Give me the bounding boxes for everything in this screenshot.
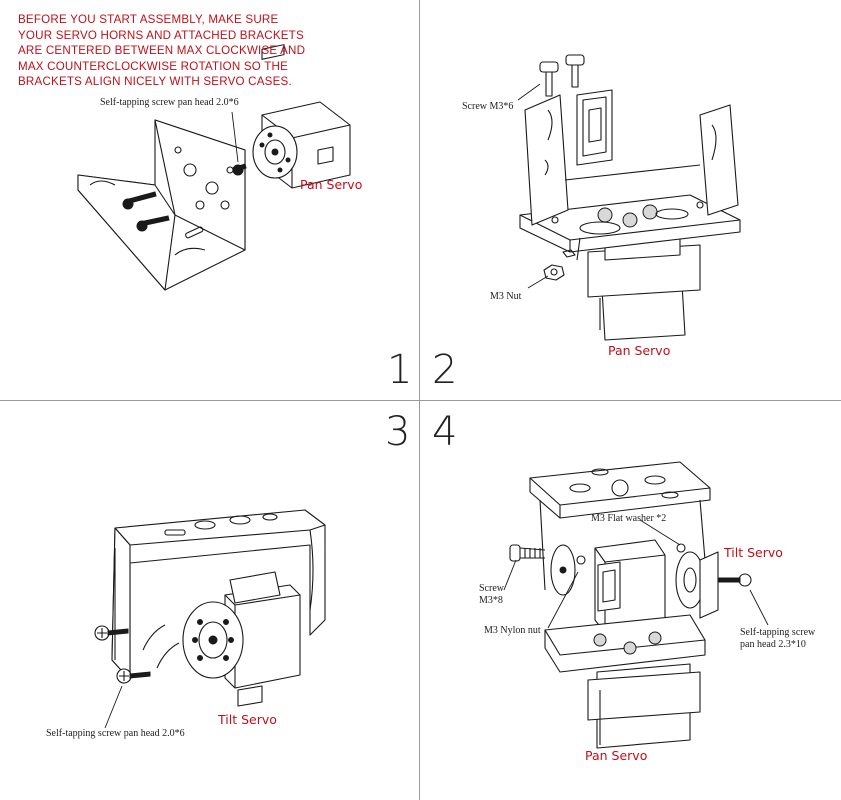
panel3-tilt-servo <box>182 571 301 707</box>
panel1-leader-line <box>231 111 239 163</box>
panel2-nut-label: M3 Nut <box>490 291 522 302</box>
panel1-bracket <box>77 119 246 291</box>
panel2-base-plate <box>519 194 741 253</box>
panel2-u-bracket <box>524 89 739 226</box>
step-number-4: 4 <box>432 409 458 455</box>
step-number-2: 2 <box>432 347 458 393</box>
panel2-screw-label: Screw M3*6 <box>462 101 514 112</box>
panel4-screw-label-line1: Screw <box>479 583 504 594</box>
panel4-washer-leader <box>639 519 681 546</box>
panel4-nylon-nut-label: M3 Nylon nut <box>484 625 541 636</box>
panel4-screw-label-line2: M3*8 <box>479 595 503 606</box>
panel3-screw-label: Self-tapping screw pan head 2.0*6 <box>46 728 185 739</box>
panel4-tilt-servo <box>550 539 719 634</box>
warning-line: MAX COUNTERCLOCKWISE ROTATION SO THE <box>18 59 289 73</box>
panel2-screws-and-nut <box>539 54 585 281</box>
panel4-washer-label: M3 Flat washer *2 <box>591 513 667 524</box>
panel4-screws <box>509 543 752 587</box>
panel1-pan-servo <box>252 44 351 189</box>
panel4-tap-screw-label-line1: Self-tapping screw <box>740 627 816 638</box>
warning-line: BEFORE YOU START ASSEMBLY, MAKE SURE <box>18 13 279 26</box>
warning-line: YOUR SERVO HORNS AND ATTACHED BRACKETS <box>18 28 304 42</box>
panel4-base <box>544 614 706 749</box>
panel3-screws <box>94 625 151 684</box>
panel4-tap-screw-leader <box>749 589 769 626</box>
panel2-servo-label: Pan Servo <box>608 343 671 358</box>
panel1-screws <box>122 163 247 232</box>
panel4-nut-leader <box>547 571 579 629</box>
panel4-tilt-servo-label: Tilt Servo <box>724 545 783 560</box>
panel4-pan-servo-label: Pan Servo <box>585 748 648 763</box>
panel1-screw-label: Self-tapping screw pan head 2.0*6 <box>100 97 239 108</box>
warning-line: BRACKETS ALIGN NICELY WITH SERVO CASES. <box>18 75 292 88</box>
panel3-leader-line <box>104 685 123 729</box>
panel4-screw-leader <box>503 559 517 591</box>
assembly-warning: BEFORE YOU START ASSEMBLY, MAKE SURE YOU… <box>18 12 358 90</box>
step-number-1: 1 <box>387 347 413 393</box>
panel1-servo-label: Pan Servo <box>300 177 363 192</box>
horizontal-divider <box>0 400 841 401</box>
panel4-top-plate <box>529 461 711 591</box>
panel3-servo-label: Tilt Servo <box>218 712 277 727</box>
warning-line: ARE CENTERED BETWEEN MAX CLOCKWISE AND <box>18 44 306 57</box>
panel2-screw-leader <box>517 83 541 101</box>
panel4-tap-screw-label-line2: pan head 2.3*10 <box>740 639 806 650</box>
step-number-3: 3 <box>385 409 411 455</box>
panel2-nut-leader <box>527 275 549 289</box>
